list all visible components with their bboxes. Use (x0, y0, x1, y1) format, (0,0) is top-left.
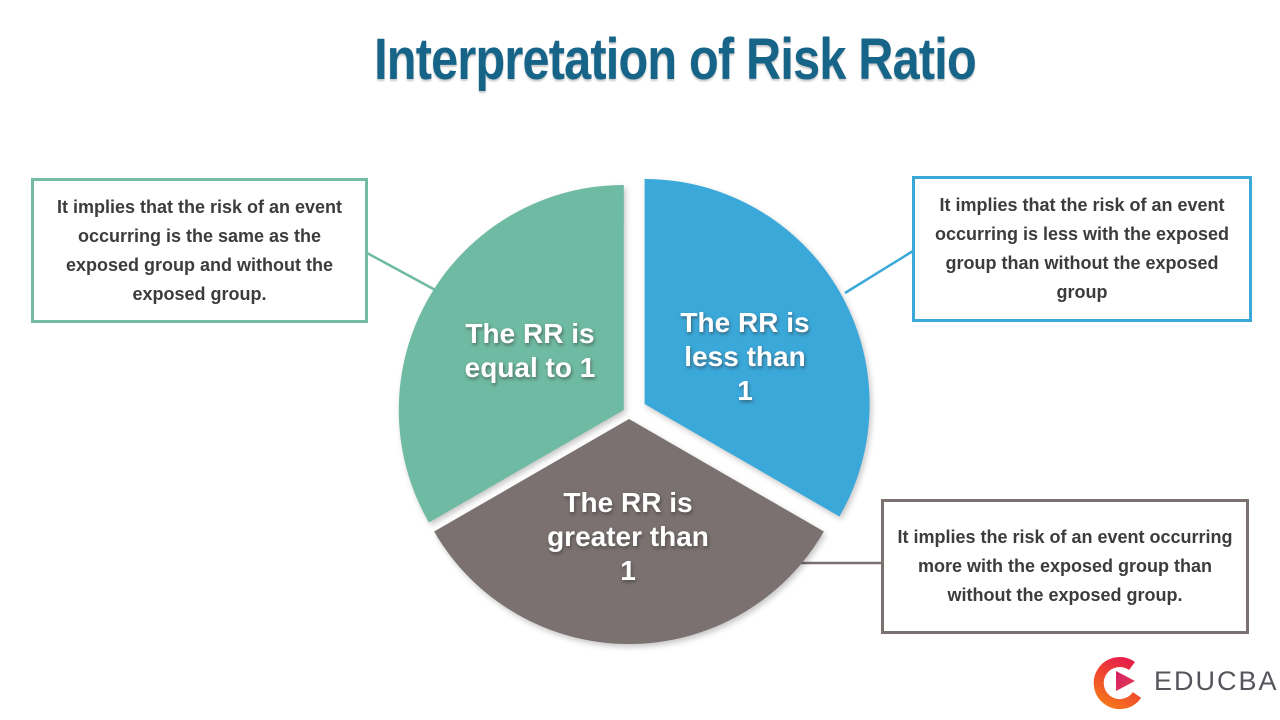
slice-label-less: The RR is less than 1 (635, 306, 855, 408)
page-title: Interpretation of Risk Ratio (374, 27, 977, 92)
slice-label-line: The RR is (680, 307, 810, 338)
educba-logo: EDUCBA (1090, 650, 1277, 714)
pie-slice-greater (434, 419, 824, 645)
educba-logo-icon (1093, 657, 1142, 709)
slice-label-line: equal to 1 (464, 352, 596, 383)
callout-less: It implies that the risk of an event occ… (912, 176, 1252, 322)
slice-label-line: less than (684, 341, 806, 372)
callout-equal: It implies that the risk of an event occ… (31, 178, 368, 323)
slice-label-equal: The RR is equal to 1 (400, 317, 660, 385)
callout-text: It implies the risk of an event occurrin… (897, 527, 1233, 605)
slice-label-line: The RR is (465, 318, 595, 349)
callout-greater: It implies the risk of an event occurrin… (881, 499, 1249, 634)
slice-label-line: greater than (547, 521, 709, 552)
callout-text: It implies that the risk of an event occ… (934, 195, 1230, 302)
callout-text: It implies that the risk of an event occ… (56, 196, 343, 304)
slice-label-line: The RR is (563, 487, 693, 518)
pie-slice-equal (398, 184, 624, 523)
pie-slice-less (644, 179, 870, 517)
slice-label-greater: The RR is greater than 1 (498, 486, 758, 588)
pie-slices (398, 179, 870, 645)
educba-logo-text: EDUCBA (1154, 666, 1279, 696)
slice-label-line: 1 (620, 555, 636, 586)
connector-less (844, 249, 914, 295)
slice-label-line: 1 (737, 375, 753, 406)
